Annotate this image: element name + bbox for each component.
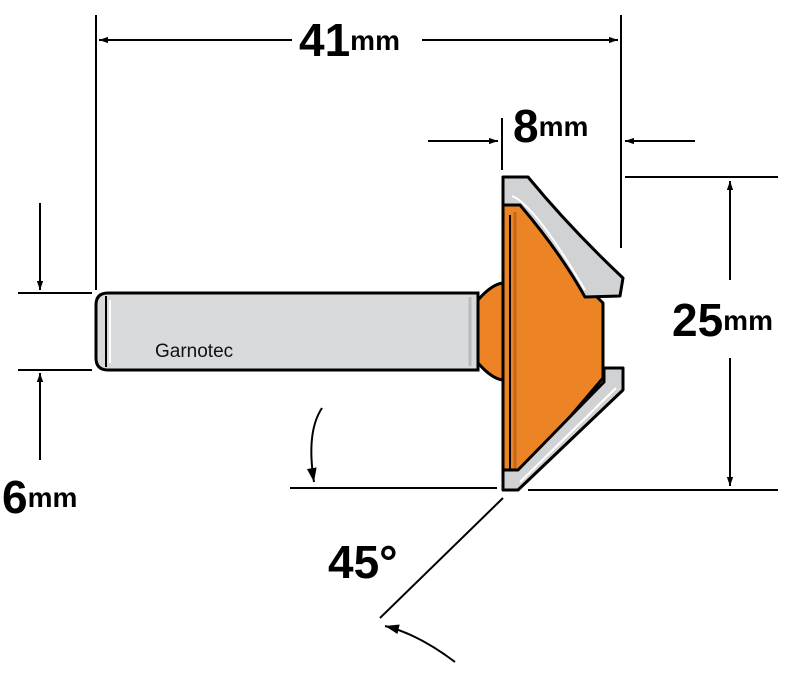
svg-text:41mm: 41mm [299, 14, 400, 66]
dimension-cutting-height: 8mm [428, 100, 695, 152]
carbide-tips [501, 175, 625, 492]
dimension-shank-diameter: 6mm [2, 203, 77, 523]
svg-text:45°: 45° [328, 536, 398, 588]
cutter-neck [476, 281, 505, 382]
dimension-total-length: 41mm [99, 14, 618, 66]
dimension-diameter: 25mm [672, 181, 773, 486]
extension-lines [18, 15, 778, 491]
shank [94, 291, 480, 372]
brand-label: Garnotec [155, 341, 233, 362]
svg-text:25mm: 25mm [672, 294, 773, 346]
dimension-angle: 45° [306, 407, 504, 663]
svg-text:8mm: 8mm [513, 100, 588, 152]
svg-text:6mm: 6mm [2, 471, 77, 523]
